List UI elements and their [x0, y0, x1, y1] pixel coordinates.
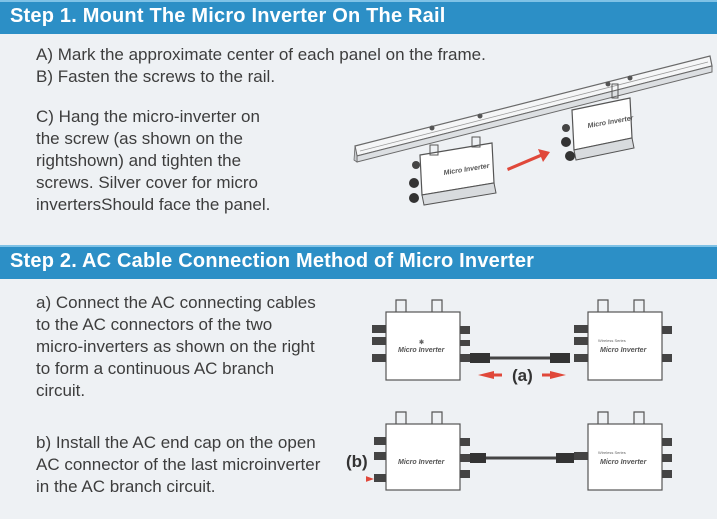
step1-line-c-5: invertersShould face the panel.: [36, 195, 271, 214]
step2-para-a-5: circuit.: [36, 381, 86, 400]
inverter-left: Micro Inverter: [409, 136, 497, 206]
step2-para-b-2: AC connector of the last microinverter: [36, 455, 321, 474]
arrow-icon: [507, 149, 550, 171]
step2-para-b-1: b) Install the AC end cap on the open: [36, 433, 316, 452]
step2-para-a: a) Connect the AC connecting cables to t…: [36, 292, 316, 402]
step2-header: Step 2. AC Cable Connection Method of Mi…: [0, 245, 717, 279]
step2-para-a-1: a) Connect the AC connecting cables: [36, 293, 316, 312]
step2-title: Step 2. AC Cable Connection Method of Mi…: [10, 250, 535, 272]
inverter-a-left: ✱ Micro Inverter: [372, 299, 470, 381]
step1-line-c-1: C) Hang the micro-inverter on: [36, 107, 260, 126]
svg-text:Micro Inverter: Micro Inverter: [600, 347, 648, 354]
step1-line-c-4: screws. Silver cover for micro: [36, 173, 258, 192]
arrow-endcap-icon: [366, 476, 374, 482]
step1-line-c: C) Hang the micro-inverter on the screw …: [36, 106, 270, 216]
inverter-b-left: Micro Inverter: [374, 411, 470, 491]
inverter-right: Micro Inverter: [561, 83, 635, 161]
step1-line-c-2: the screw (as shown on the: [36, 129, 243, 148]
svg-text:Wireless Series: Wireless Series: [598, 338, 626, 343]
label-b: (b): [346, 452, 368, 471]
rail-mount-illustration: Micro Inverter Micro Inverter: [350, 48, 715, 228]
step2-para-b-3: in the AC branch circuit.: [36, 477, 216, 496]
svg-text:Wireless Series: Wireless Series: [598, 450, 626, 455]
inverter-b-right: Wireless Series Micro Inverter: [574, 411, 672, 491]
step1-line-b: B) Fasten the screws to the rail.: [36, 67, 276, 86]
svg-text:Micro Inverter: Micro Inverter: [398, 347, 446, 354]
arrow-left-icon: [478, 371, 494, 379]
arrow-right-icon: [550, 371, 566, 379]
step1-line-a: A) Mark the approximate center of each p…: [36, 45, 486, 64]
step1-title: Step 1. Mount The Micro Inverter On The …: [10, 5, 446, 27]
step1-line-c-3: rightshown) and tighten the: [36, 151, 242, 170]
step2-para-a-3: micro-inverters as shown on the right: [36, 337, 315, 356]
ac-connection-illustration-b: Micro Inverter Wireless Series Micro Inv…: [366, 402, 716, 502]
inverter-a-right: Wireless Series Micro Inverter: [574, 299, 672, 381]
step2-para-a-4: to form a continuous AC branch: [36, 359, 275, 378]
svg-text:Micro Inverter: Micro Inverter: [600, 459, 648, 466]
ac-connection-illustration-a: ✱ Micro Inverter Wireless Series Micro I…: [366, 292, 716, 392]
label-a: (a): [512, 366, 533, 385]
step1-header: Step 1. Mount The Micro Inverter On The …: [0, 0, 717, 34]
svg-text:Micro Inverter: Micro Inverter: [398, 459, 446, 466]
svg-text:✱: ✱: [419, 339, 424, 346]
step2-para-b: b) Install the AC end cap on the open AC…: [36, 432, 320, 498]
step2-para-a-2: to the AC connectors of the two: [36, 315, 273, 334]
